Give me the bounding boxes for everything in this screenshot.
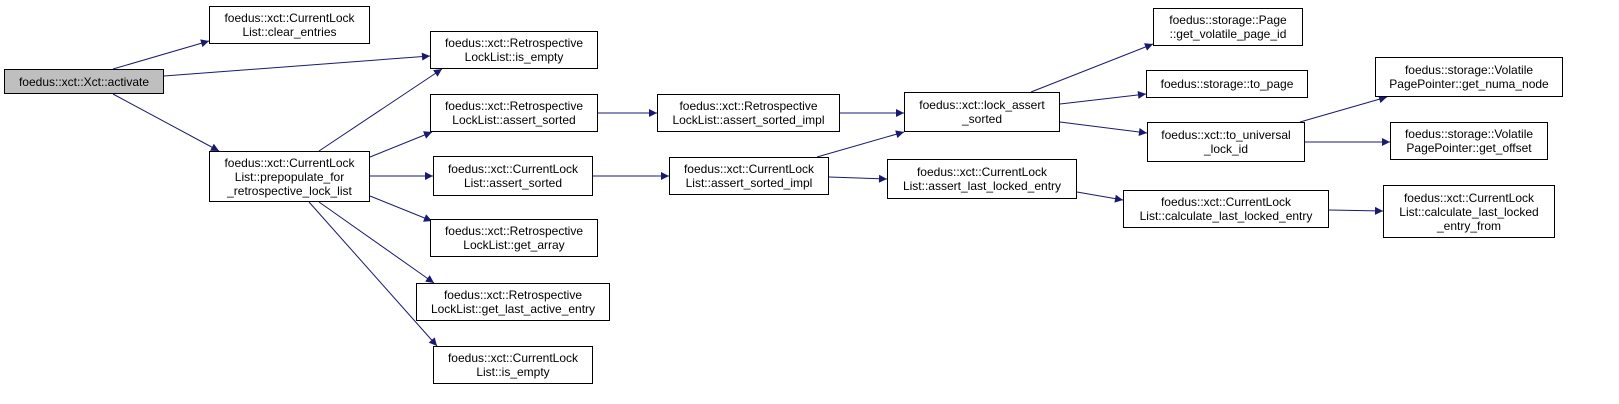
node-label-line: foedus::xct::to_universal	[1161, 128, 1291, 142]
edge-cll_prepopulate-to-rll_is_empty	[318, 68, 443, 152]
edge-cll_prepopulate-to-rll_get_last_active_entry	[318, 201, 435, 284]
edge-lock_assert_sorted-to-to_universal_lock_id	[1059, 121, 1148, 136]
node-page-get-volatile-page-id[interactable]: foedus::storage::Page::get_volatile_page…	[1153, 8, 1303, 46]
node-label-line: foedus::storage::Page	[1169, 13, 1287, 27]
edge-cll_prepopulate-to-rll_assert_sorted	[369, 131, 433, 158]
node-label-line: LockList::get_last_active_entry	[430, 302, 596, 316]
node-label-line: foedus::xct::Retrospective	[679, 99, 818, 113]
node-label-line: List::assert_last_locked_entry	[902, 179, 1062, 193]
node-to-universal-lock-id[interactable]: foedus::xct::to_universal_lock_id	[1147, 122, 1305, 162]
node-label-line: foedus::storage::to_page	[1160, 77, 1294, 91]
node-root[interactable]: foedus::xct::Xct::activate	[4, 69, 164, 94]
edge-cll_assert_sorted_impl-to-lock_assert_sorted	[816, 130, 905, 158]
edge-cll_prepopulate-to-cll_is_empty	[308, 201, 438, 347]
edge-root-to-rll_is_empty	[163, 52, 431, 77]
node-label-line: foedus::xct::CurrentLock	[447, 351, 579, 365]
node-label-line: _lock_id	[1203, 142, 1249, 156]
node-label-line: LockList::assert_sorted	[452, 113, 576, 127]
node-label-line: foedus::storage::Volatile	[1404, 127, 1534, 141]
edge-root-to-cll_prepopulate	[112, 93, 220, 152]
node-label-line: foedus::xct::Retrospective	[444, 99, 584, 113]
node-label-line: foedus::xct::CurrentLock	[683, 162, 815, 176]
node-label-line: LockList::is_empty	[464, 50, 564, 64]
node-label-line: foedus::xct::CurrentLock	[224, 11, 355, 25]
node-label-line: foedus::xct::Xct::activate	[18, 74, 150, 89]
node-label-line: _sorted	[961, 112, 1003, 126]
edge-cll_assert_last_locked_entry-to-cll_calculate_last_locked_entry	[1076, 191, 1124, 203]
edge-cll_calculate_last_locked_entry-to-cll_calculate_last_locked_entry_from	[1328, 206, 1384, 215]
node-label-line: ::get_volatile_page_id	[1169, 27, 1287, 41]
node-label-line: foedus::xct::lock_assert	[919, 98, 1045, 112]
edge-lock_assert_sorted-to-storage_to_page	[1059, 90, 1147, 105]
edge-cll_prepopulate-to-rll_get_array	[369, 195, 433, 222]
node-label-line: List::calculate_last_locked_entry	[1139, 209, 1313, 223]
node-label-line: List::is_empty	[476, 365, 550, 379]
node-label-line: PagePointer::get_numa_node	[1389, 77, 1549, 91]
node-label-line: foedus::xct::CurrentLock	[1160, 195, 1292, 209]
edge-lock_assert_sorted-to-page_get_volatile_page_id	[1030, 43, 1154, 93]
node-label-line: foedus::xct::Retrospective	[444, 224, 584, 238]
node-label-line: LockList::get_array	[463, 238, 565, 252]
node-label-line: LockList::assert_sorted_impl	[672, 113, 825, 127]
edge-to_universal_lock_id-to-vpp_get_numa_node	[1299, 95, 1388, 123]
node-label-line: List::clear_entries	[242, 25, 337, 39]
node-label-line: _entry_from	[1436, 218, 1502, 233]
node-label-line: foedus::xct::CurrentLock	[916, 165, 1048, 179]
edge-root-to-cll_clear_entries	[112, 39, 210, 70]
node-lock-assert-sorted[interactable]: foedus::xct::lock_assert_sorted	[904, 92, 1060, 132]
node-label-line: List::calculate_last_locked	[1399, 204, 1539, 219]
node-label-line: foedus::storage::Volatile	[1404, 63, 1534, 77]
node-storage-to-page[interactable]: foedus::storage::to_page	[1146, 70, 1308, 98]
node-label-line: foedus::xct::Retrospective	[443, 288, 583, 302]
node-label-line: List::prepopulate_for	[234, 169, 345, 184]
node-label-line: List::assert_sorted_impl	[685, 176, 813, 190]
node-label-line: foedus::xct::CurrentLock	[447, 162, 579, 176]
edge-cll_assert_sorted_impl-to-cll_assert_last_locked_entry	[828, 174, 888, 183]
node-label-line: foedus::xct::Retrospective	[444, 36, 584, 50]
node-label-line: PagePointer::get_offset	[1406, 141, 1532, 155]
node-label-line: foedus::xct::CurrentLock	[224, 155, 355, 170]
node-label-line: List::assert_sorted	[463, 176, 563, 190]
node-label-line: _retrospective_lock_list	[227, 183, 352, 198]
node-label-line: foedus::xct::CurrentLock	[1403, 190, 1535, 205]
